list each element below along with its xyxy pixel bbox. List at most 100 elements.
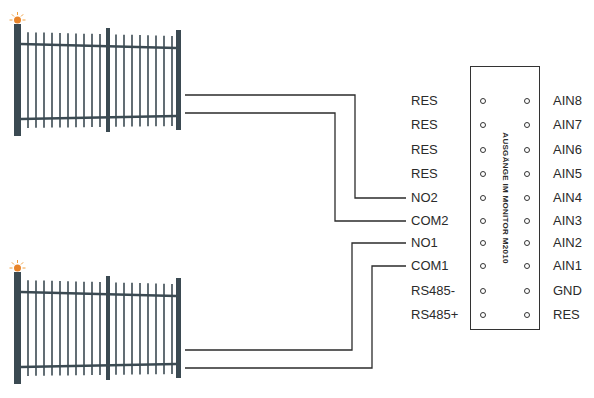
gate-bar <box>43 281 45 376</box>
terminal <box>481 219 486 224</box>
gate-bar <box>59 281 61 375</box>
gate-bar <box>163 36 165 126</box>
terminal <box>481 99 486 104</box>
terminals <box>481 99 530 318</box>
lamp-ray <box>10 268 13 269</box>
terminal <box>481 196 486 201</box>
gate-bar <box>91 282 93 375</box>
terminal <box>525 219 530 224</box>
pin-label: AIN6 <box>552 142 583 158</box>
lamp-ray <box>23 20 26 21</box>
gate-post <box>176 278 181 378</box>
pin-label: AIN5 <box>552 166 583 182</box>
gate-bar <box>163 284 165 374</box>
gate-bar <box>83 34 85 128</box>
gate-bar <box>75 33 77 127</box>
gate-bar <box>171 36 173 126</box>
gate-bar <box>115 282 117 374</box>
gate-bar <box>51 33 53 128</box>
gate-post <box>14 272 21 384</box>
lamp-ray <box>12 14 14 16</box>
gate-bar <box>67 281 69 375</box>
terminal <box>481 264 486 269</box>
terminal <box>481 313 486 318</box>
gate-bar <box>91 34 93 127</box>
pin-label: AIN3 <box>552 213 583 229</box>
lamp-ray <box>10 20 13 21</box>
lamp-ray <box>17 260 18 263</box>
module-label: AUSGÄNGE IM MONITOR M2010 <box>501 132 510 263</box>
pin-label: RES <box>410 166 439 182</box>
wire <box>185 243 406 350</box>
terminal <box>525 196 530 201</box>
terminal <box>525 313 530 318</box>
terminal <box>525 289 530 294</box>
lamp-ray <box>12 262 14 264</box>
gate-bar <box>139 283 141 374</box>
terminal <box>525 148 530 153</box>
lamp-ray <box>21 262 23 264</box>
gate-bar <box>115 34 117 126</box>
terminal <box>481 241 486 246</box>
gate-bar <box>123 283 125 375</box>
wire <box>185 113 406 221</box>
pin-label: AIN2 <box>552 235 583 251</box>
wire <box>185 266 406 368</box>
pin-label: RES <box>410 93 439 109</box>
terminal <box>525 99 530 104</box>
warning-lamp <box>14 265 21 272</box>
wire <box>185 95 406 198</box>
warning-lamp <box>14 17 21 24</box>
gate-bar <box>83 282 85 376</box>
gate-bar <box>147 283 149 374</box>
pin-label: RES <box>552 307 581 323</box>
terminal <box>525 241 530 246</box>
pin-label: RES <box>410 117 439 133</box>
lamp-ray <box>23 268 26 269</box>
gate-bar <box>35 32 37 127</box>
gate-bar <box>59 33 61 127</box>
gate-bar <box>155 283 157 374</box>
gate-bar <box>139 35 141 126</box>
pin-label: NO2 <box>410 190 439 206</box>
gate-bar <box>155 35 157 126</box>
pin-label: AIN1 <box>552 258 583 274</box>
gate-bar <box>67 33 69 127</box>
pin-label: NO1 <box>410 235 439 251</box>
pin-label: RS485+ <box>410 307 459 323</box>
terminal <box>525 123 530 128</box>
gate-bar <box>99 34 101 127</box>
gate-bar <box>51 281 53 376</box>
pin-label: COM1 <box>410 258 450 274</box>
pin-label: AIN8 <box>552 93 583 109</box>
terminal <box>481 123 486 128</box>
pin-label: RES <box>410 142 439 158</box>
lamp-ray <box>21 14 23 16</box>
pin-label: AIN4 <box>552 190 583 206</box>
pin-label: GND <box>552 283 583 299</box>
pin-label: COM2 <box>410 213 450 229</box>
gate-post <box>14 24 21 136</box>
gate-bar <box>27 32 29 128</box>
gate-bar <box>147 35 149 126</box>
gate-bar <box>171 284 173 374</box>
gate-bar <box>43 33 45 128</box>
gate-bar <box>35 280 37 375</box>
pin-label: AIN7 <box>552 117 583 133</box>
terminal <box>481 289 486 294</box>
wires <box>185 95 406 368</box>
gate-bar <box>75 281 77 375</box>
gate-drawing <box>10 12 182 384</box>
gate-bar <box>27 280 29 376</box>
pin-label: RS485- <box>410 283 456 299</box>
terminal <box>525 264 530 269</box>
gate-bar <box>99 282 101 375</box>
gate-bar <box>131 35 133 127</box>
terminal <box>525 172 530 177</box>
terminal-module: AUSGÄNGE IM MONITOR M2010 <box>470 66 540 330</box>
gate-bar <box>123 35 125 127</box>
gate-post <box>176 30 181 130</box>
terminal <box>481 172 486 177</box>
lamp-ray <box>17 12 18 15</box>
terminal <box>481 148 486 153</box>
